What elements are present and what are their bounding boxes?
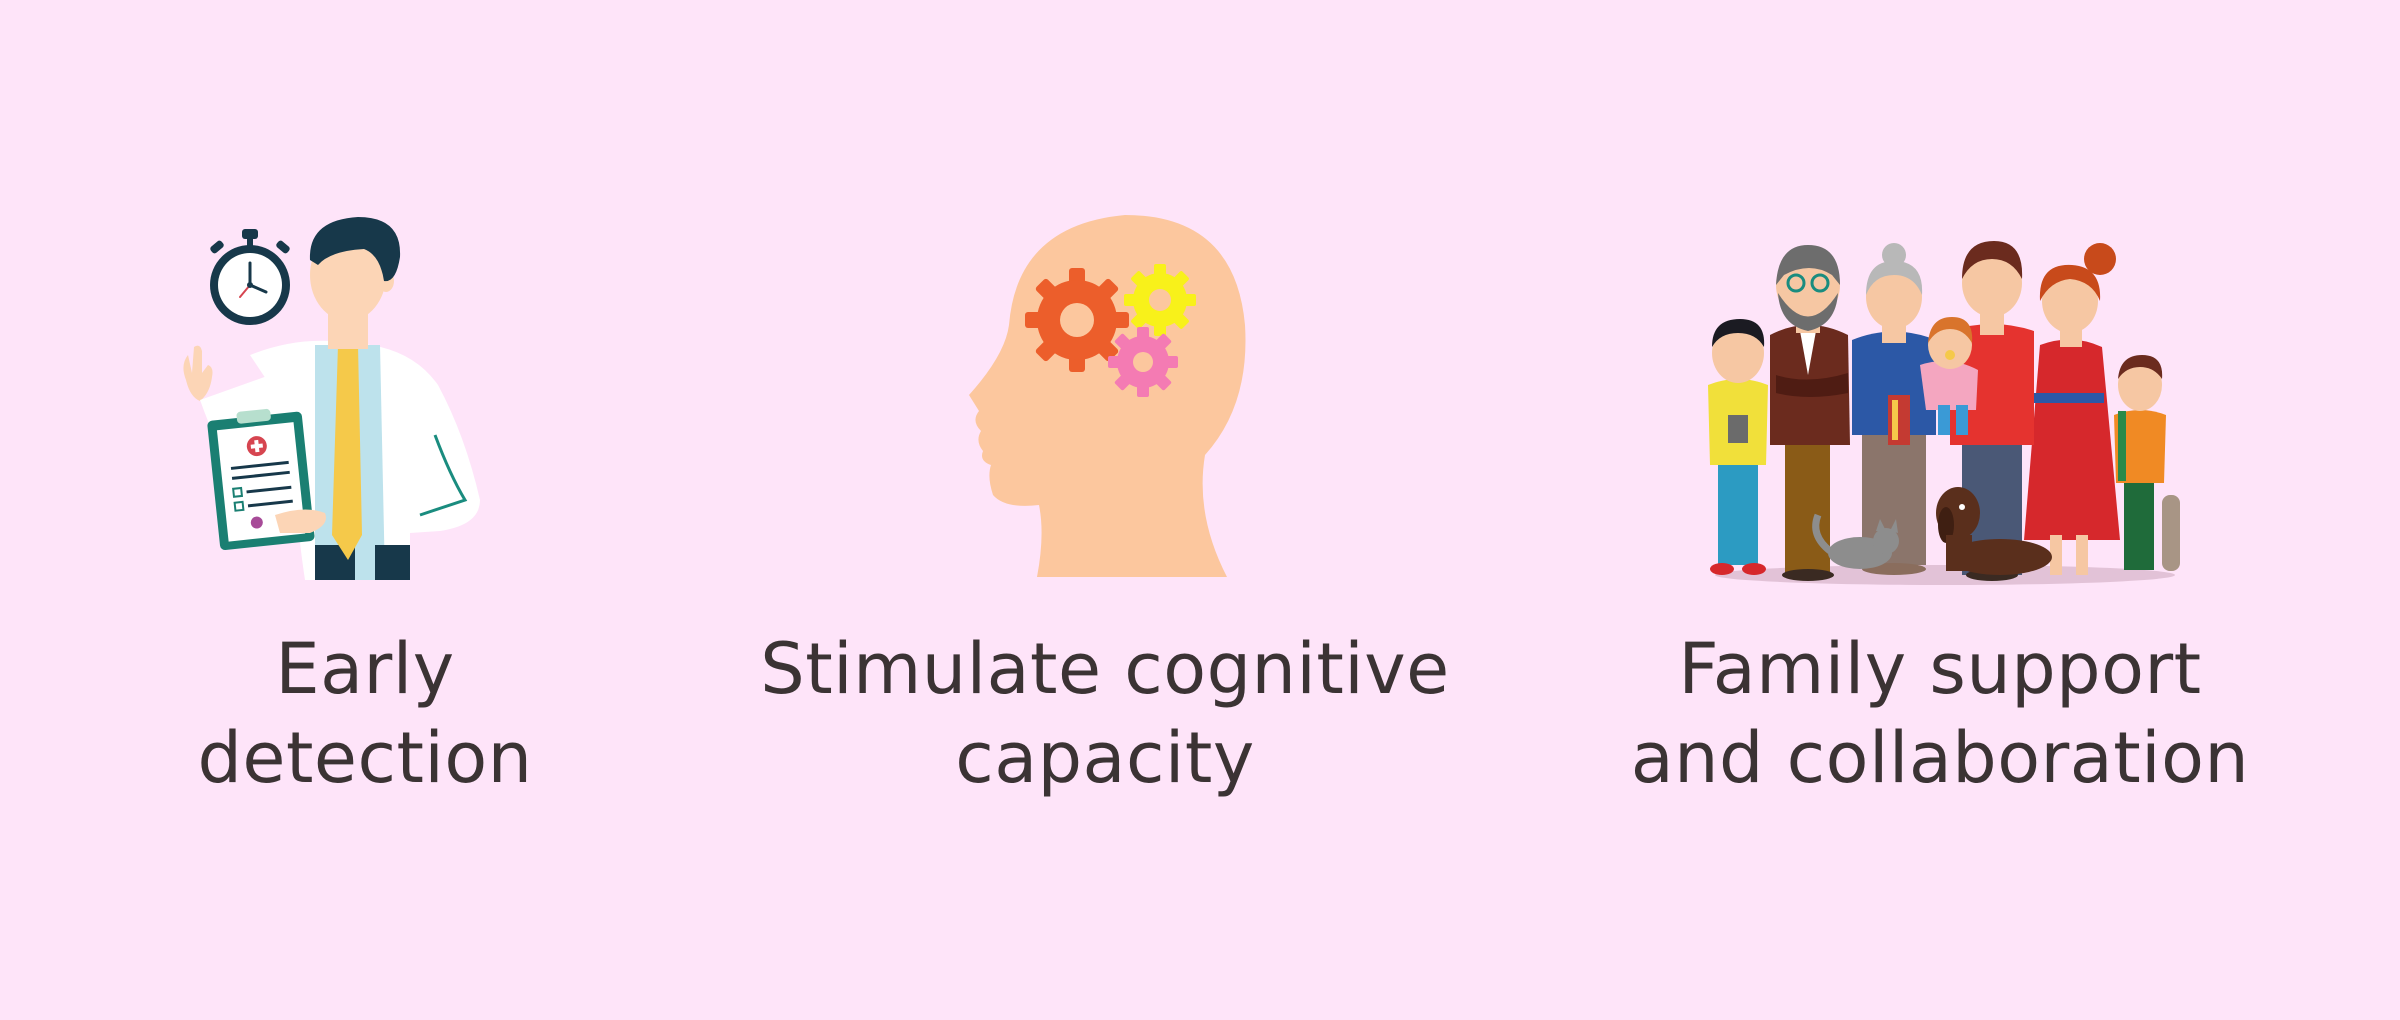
stopwatch-icon xyxy=(210,229,290,325)
caption-cognitive: Stimulate cognitive capacity xyxy=(730,625,1480,803)
gear-pink-icon xyxy=(1108,327,1178,397)
caption-line-2: detection xyxy=(197,717,533,799)
panel-family: Family support and collaboration xyxy=(1480,0,2400,1020)
dog-figure xyxy=(1936,487,2052,575)
boy-right-figure xyxy=(2114,355,2180,571)
doctor-icon xyxy=(183,217,480,580)
toddler-figure xyxy=(1920,317,1978,435)
gear-yellow-icon xyxy=(1124,264,1196,336)
cat-figure xyxy=(1812,513,1899,569)
caption-early-detection: Early detection xyxy=(0,625,730,803)
caption-line-2: and collaboration xyxy=(1630,717,2250,799)
panel-cognitive: Stimulate cognitive capacity xyxy=(730,0,1480,1020)
caption-line-2: capacity xyxy=(955,717,1255,799)
grandpa-figure xyxy=(1770,245,1850,581)
boy-left-figure xyxy=(1708,319,1768,575)
caption-line-1: Early xyxy=(275,628,455,710)
panel-early-detection: Early detection xyxy=(0,0,730,1020)
gear-orange-icon xyxy=(1025,268,1129,372)
caption-family: Family support and collaboration xyxy=(1480,625,2400,803)
mother-figure xyxy=(2024,243,2120,575)
caption-line-1: Family support xyxy=(1678,628,2202,710)
caption-line-1: Stimulate cognitive xyxy=(760,628,1450,710)
family-icon xyxy=(1708,241,2180,585)
head-with-gears-icon xyxy=(969,215,1246,577)
